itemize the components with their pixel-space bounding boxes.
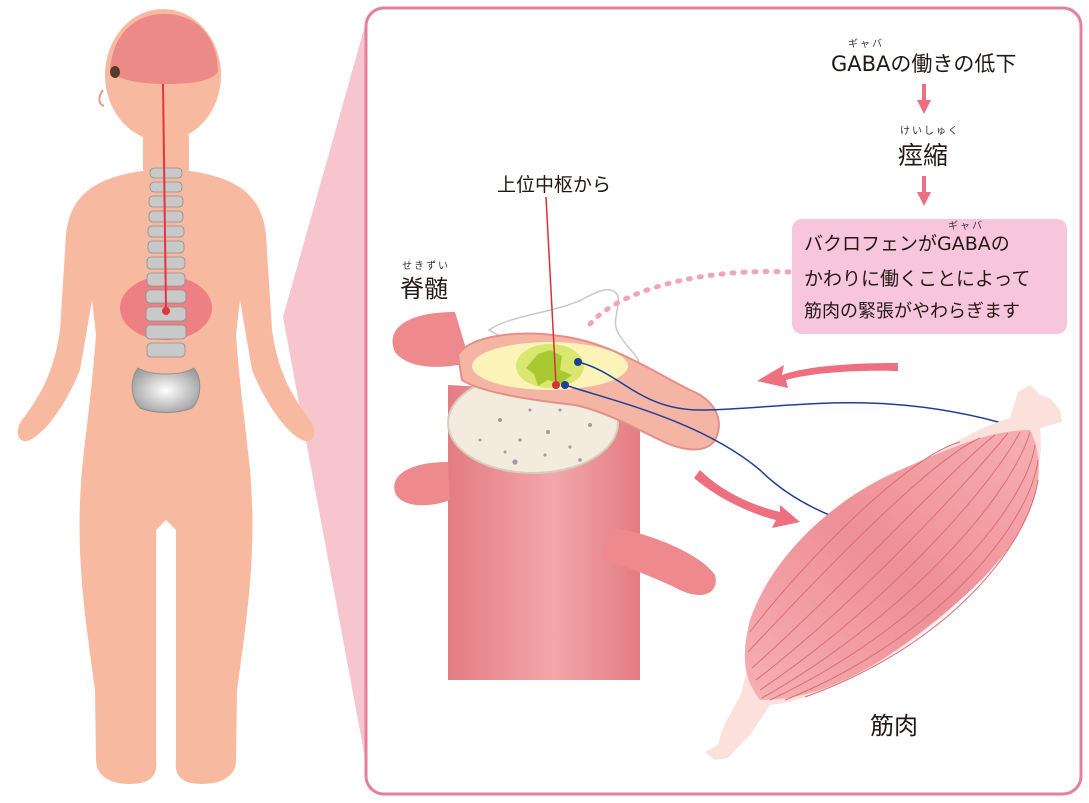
spinal-cord-label: 脊髄 <box>400 277 448 301</box>
gaba-ruby: ギャバ <box>848 40 884 50</box>
spasm-ruby: けいしゅく <box>900 127 960 137</box>
muscle-label: 筋肉 <box>870 714 918 738</box>
human-body-back-icon <box>18 9 314 784</box>
callout-line-1: バクロフェンがGABAの <box>804 235 1010 254</box>
callout-box: ギャバ バクロフェンがGABAの かわりに働くことによって 筋肉の緊張がやわらぎ… <box>792 219 1067 334</box>
zoom-cone <box>283 22 366 763</box>
gaba-decline-label: GABAの働きの低下 <box>831 54 1016 75</box>
upper-center-label: 上位中枢から <box>497 176 611 195</box>
spinal-cord-ruby: せきずい <box>402 262 450 272</box>
callout-gaba-ruby: ギャバ <box>948 222 984 232</box>
callout-line-2: かわりに働くことによって <box>804 270 1030 289</box>
callout-line-3: 筋肉の緊張がやわらぎます <box>804 303 1020 321</box>
spasm-label: 痙縮 <box>898 143 948 168</box>
